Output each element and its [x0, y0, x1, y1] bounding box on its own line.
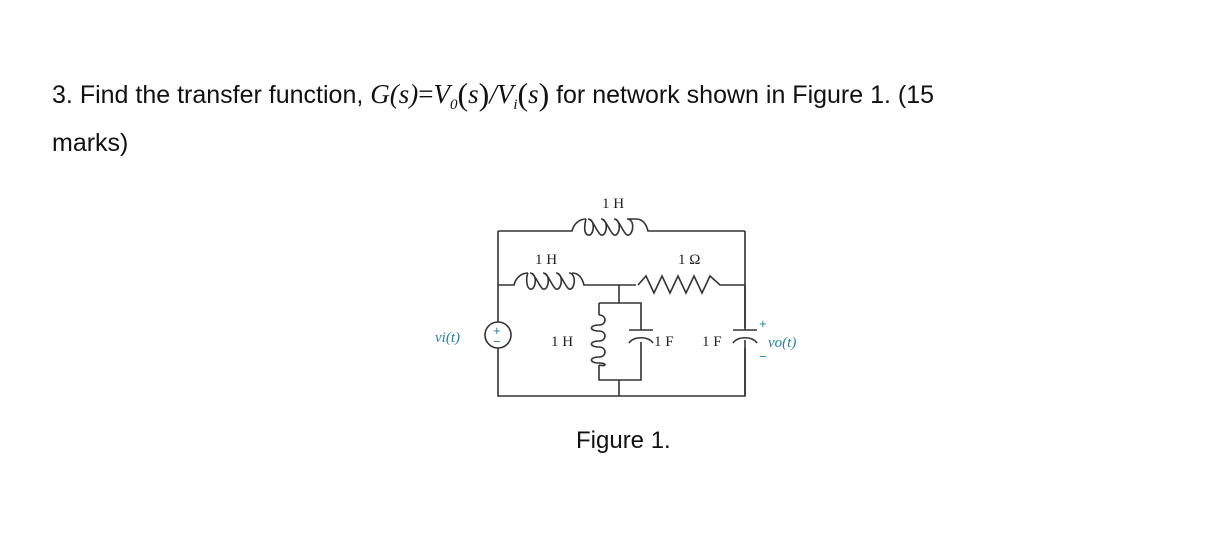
formula-denominator-subscript: i	[513, 97, 518, 113]
formula-divide: /	[489, 79, 497, 109]
formula-paren-open: (	[457, 76, 469, 112]
shunt-inductor-label: 1 H	[551, 334, 573, 350]
formula-numerator-subscript: 0	[449, 97, 458, 113]
output-minus-sign: −	[759, 349, 767, 364]
output-voltage-label: vo(t)	[768, 335, 796, 351]
source-plus-sign: +	[493, 323, 501, 338]
formula-numerator: V	[433, 79, 450, 109]
circuit-diagram: 1 H 1 H 1 Ω 1 H 1 F 1 F + − vo(t) + − vi…	[435, 196, 796, 397]
resistor	[636, 274, 728, 295]
shunt-capacitor-label: 1 F	[654, 334, 674, 350]
top-inductor	[498, 218, 745, 236]
formula-arg: s	[468, 79, 479, 109]
formula-denominator: V	[496, 79, 514, 109]
shunt-lc	[590, 285, 654, 396]
question-line-2: marks)	[52, 129, 129, 157]
top-inductor-label: 1 H	[602, 196, 624, 212]
source-minus-sign: −	[493, 334, 501, 349]
formula-arg-2: s	[528, 79, 539, 109]
question-line-1: 3. Find the transfer function, G(s)=V0(s…	[52, 76, 934, 114]
question-prefix: Find the transfer function,	[79, 81, 364, 109]
transfer-function-formula: G(s)=V0(s)/Vi(s)	[370, 76, 556, 113]
formula-paren-close-2: )	[538, 76, 550, 112]
output-plus-sign: +	[759, 316, 767, 331]
output-capacitor	[732, 285, 758, 396]
resistor-label: 1 Ω	[678, 252, 700, 268]
source-voltage-label: vi(t)	[435, 330, 460, 346]
output-capacitor-label: 1 F	[702, 334, 722, 350]
question-number: 3.	[52, 81, 73, 109]
formula-lhs: G(s)	[370, 79, 419, 109]
series-inductor	[498, 272, 745, 290]
formula-equals: =	[418, 79, 434, 109]
series-inductor-label: 1 H	[535, 252, 557, 268]
formula-paren-open-2: (	[517, 76, 529, 112]
formula-paren-close: )	[478, 76, 490, 112]
figure-caption: Figure 1.	[576, 427, 671, 454]
question-suffix: for network shown in Figure 1. (15	[556, 81, 935, 109]
voltage-source: + −	[484, 321, 512, 349]
